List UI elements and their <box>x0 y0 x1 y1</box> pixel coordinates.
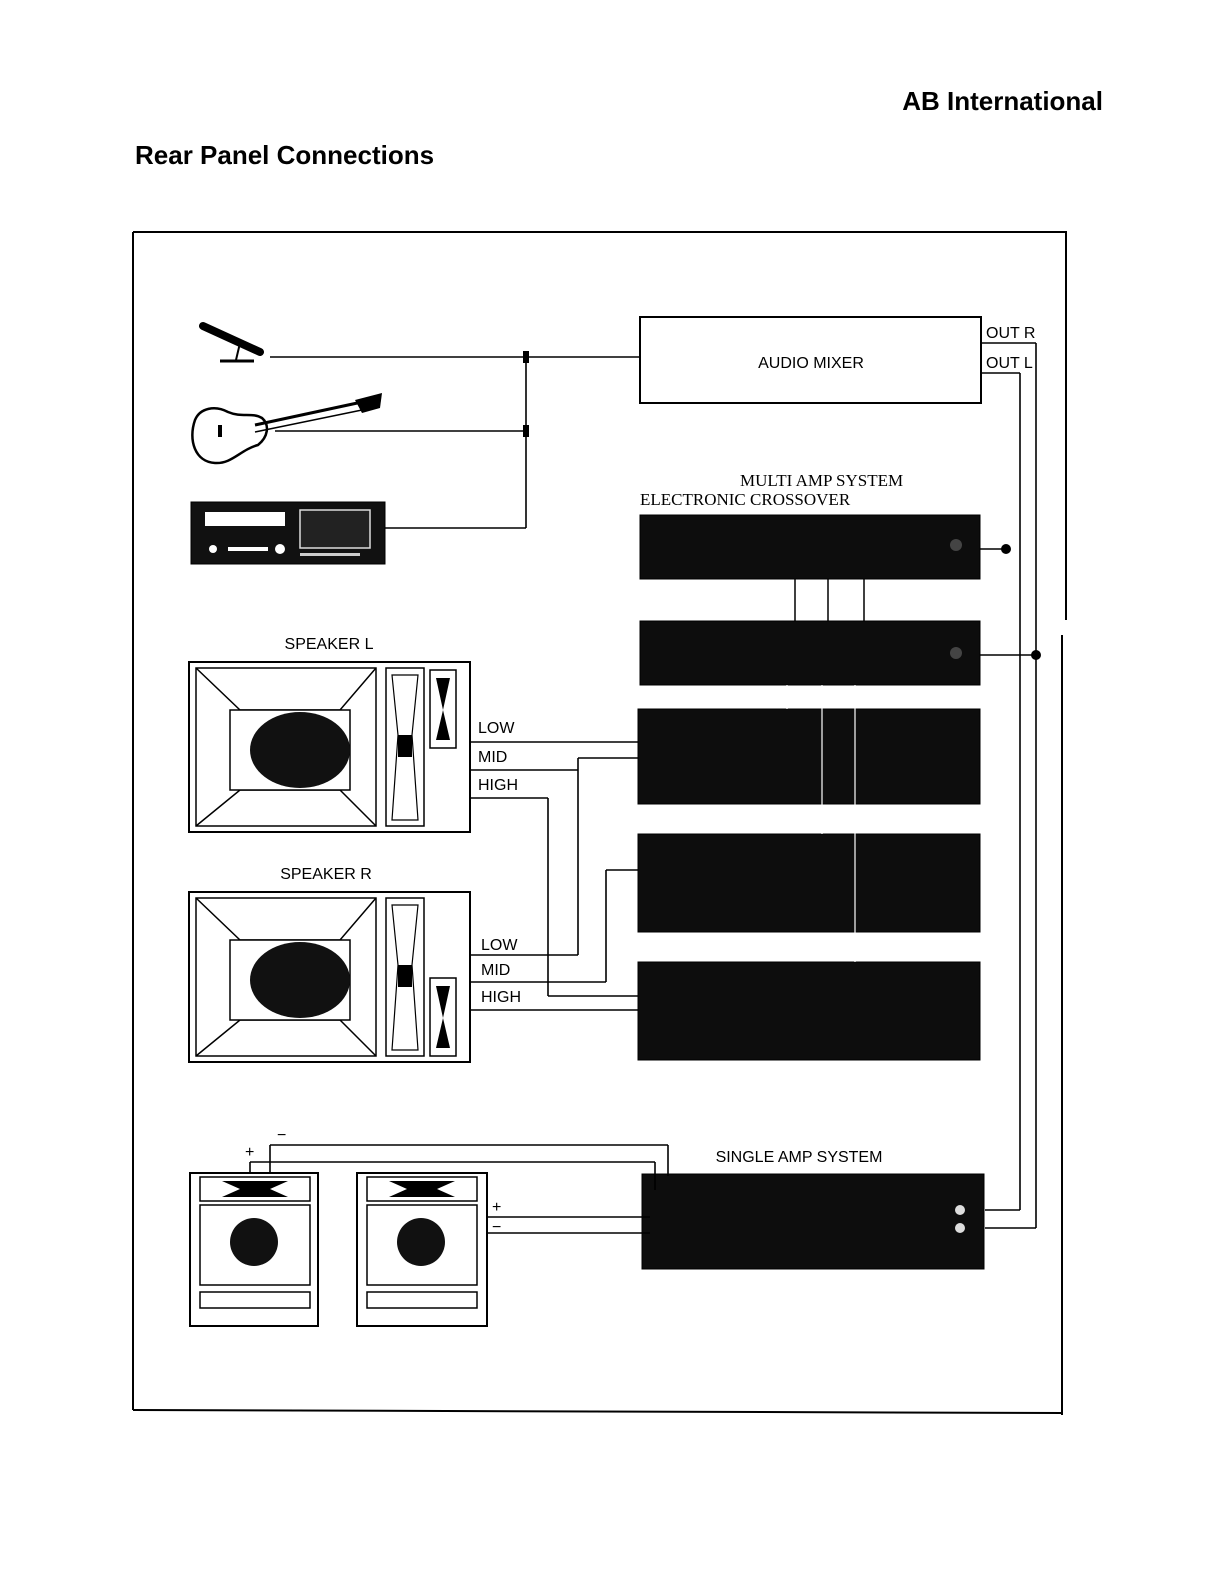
out-l-label: OUT L <box>986 355 1033 372</box>
mixer-output-wiring <box>980 343 1041 1229</box>
speaker-r-low-label: LOW <box>481 937 518 954</box>
crossover-unit-1 <box>639 514 981 580</box>
diagram-frame <box>132 231 1067 1415</box>
amplifier-unit-2 <box>637 833 981 933</box>
crossover-amp-links <box>786 579 865 962</box>
monitor-right-minus-label: − <box>492 1219 501 1236</box>
speaker-l-low-label: LOW <box>478 720 515 737</box>
amplifier-unit-3 <box>637 961 981 1061</box>
speaker-l-label: SPEAKER L <box>285 636 374 653</box>
speaker-l-cabinet <box>188 661 471 833</box>
monitor-speaker-right <box>356 1172 488 1327</box>
speaker-l-mid-label: MID <box>478 749 507 766</box>
monitor-left-plus-label: + <box>245 1144 254 1161</box>
audio-mixer-box: AUDIO MIXER OUT R OUT L <box>639 316 1036 404</box>
page-title: Rear Panel Connections <box>135 140 435 170</box>
single-amplifier-unit <box>641 1173 985 1270</box>
bass-guitar-icon <box>191 393 382 465</box>
single-amp-system-label: SINGLE AMP SYSTEM <box>716 1149 883 1166</box>
speaker-r-high-label: HIGH <box>481 989 521 1006</box>
speaker-amp-wiring <box>547 757 638 997</box>
out-r-label: OUT R <box>986 325 1035 342</box>
monitor-wiring: + − + − <box>245 1127 669 1236</box>
speaker-r-mid-label: MID <box>481 962 510 979</box>
speaker-l-high-label: HIGH <box>478 777 518 794</box>
monitor-left-minus-label: − <box>277 1127 286 1144</box>
speaker-r-terminals: LOW MID HIGH <box>470 937 638 1011</box>
amplifier-unit-1 <box>637 708 981 805</box>
monitor-speaker-left <box>189 1172 319 1327</box>
multi-amp-system-label: MULTI AMP SYSTEM <box>740 471 903 490</box>
monitor-right-plus-label: + <box>492 1199 501 1216</box>
audio-mixer-label: AUDIO MIXER <box>758 355 864 372</box>
microphone-icon <box>199 322 264 363</box>
speaker-r-label: SPEAKER R <box>280 866 372 883</box>
electronic-crossover-label: ELECTRONIC CROSSOVER <box>640 490 851 509</box>
speaker-r-cabinet <box>188 891 471 1063</box>
cassette-deck-icon <box>190 501 386 565</box>
speaker-l-terminals: LOW MID HIGH <box>470 720 638 799</box>
brand-name: AB International <box>902 86 1103 116</box>
input-wiring <box>270 351 640 529</box>
crossover-unit-2 <box>639 620 981 686</box>
